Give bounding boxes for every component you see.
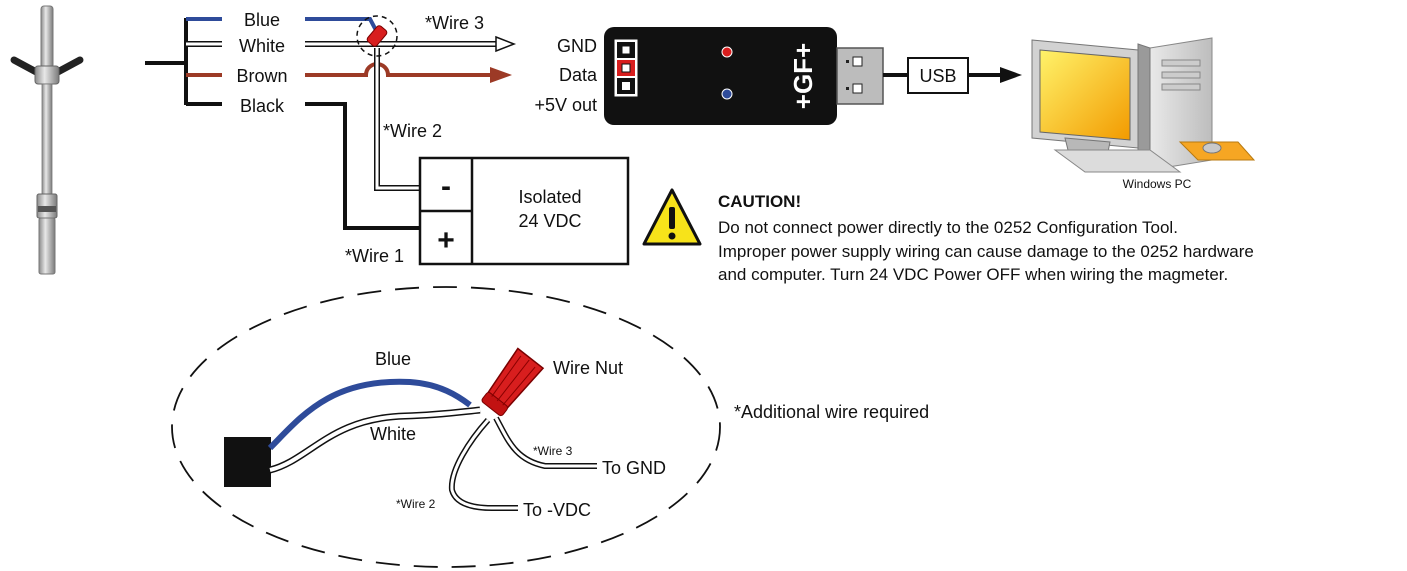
- caution-line1: Do not connect power directly to the 025…: [718, 218, 1178, 237]
- windows-pc-icon: [1031, 37, 1256, 173]
- detail-callout: [171, 286, 721, 568]
- detail-white-label: White: [370, 424, 416, 444]
- tool-5v-label: +5V out: [534, 95, 597, 115]
- caution-warning-icon: [642, 188, 702, 246]
- usb-plug-icon: [836, 47, 884, 105]
- caution-title: CAUTION!: [718, 192, 801, 211]
- pc-label: Windows PC: [1123, 177, 1192, 191]
- ps-minus-terminal: -: [441, 170, 451, 203]
- additional-wire-note: *Additional wire required: [734, 402, 929, 422]
- configuration-tool-0252: [604, 27, 837, 125]
- power-supply: [418, 156, 630, 266]
- detail-wire2-label: *Wire 2: [396, 497, 436, 511]
- caution-line3: and computer. Turn 24 VDC Power OFF when…: [718, 265, 1228, 284]
- label-wire2: *Wire 2: [383, 121, 442, 141]
- detail-to-vdc-label: To -VDC: [523, 500, 591, 520]
- magmeter-sensor-image: [10, 5, 84, 275]
- detail-wire-nut-label: Wire Nut: [553, 358, 623, 378]
- ps-line2: 24 VDC: [518, 211, 581, 231]
- tool-gnd-label: GND: [557, 36, 597, 56]
- ps-line1: Isolated: [518, 187, 581, 207]
- label-brown: Brown: [236, 66, 287, 86]
- output-wires: [305, 17, 517, 230]
- usb-label: USB: [919, 66, 956, 86]
- cable-wiring: [145, 17, 222, 106]
- label-wire1: *Wire 1: [345, 246, 404, 266]
- label-white: White: [239, 36, 285, 56]
- ps-plus-terminal: +: [437, 224, 455, 257]
- caution-line2: Improper power supply wiring can cause d…: [718, 242, 1254, 261]
- detail-blue-label: Blue: [375, 349, 411, 369]
- gf-logo: +GF+: [788, 43, 818, 109]
- detail-to-gnd-label: To GND: [602, 458, 666, 478]
- label-wire3: *Wire 3: [425, 13, 484, 33]
- tool-data-label: Data: [559, 65, 598, 85]
- wire-nut-detail: [224, 347, 597, 511]
- wire-nut-small-icon: [356, 15, 398, 57]
- detail-wire3-label: *Wire 3: [533, 444, 573, 458]
- label-blue: Blue: [244, 10, 280, 30]
- label-black: Black: [240, 96, 285, 116]
